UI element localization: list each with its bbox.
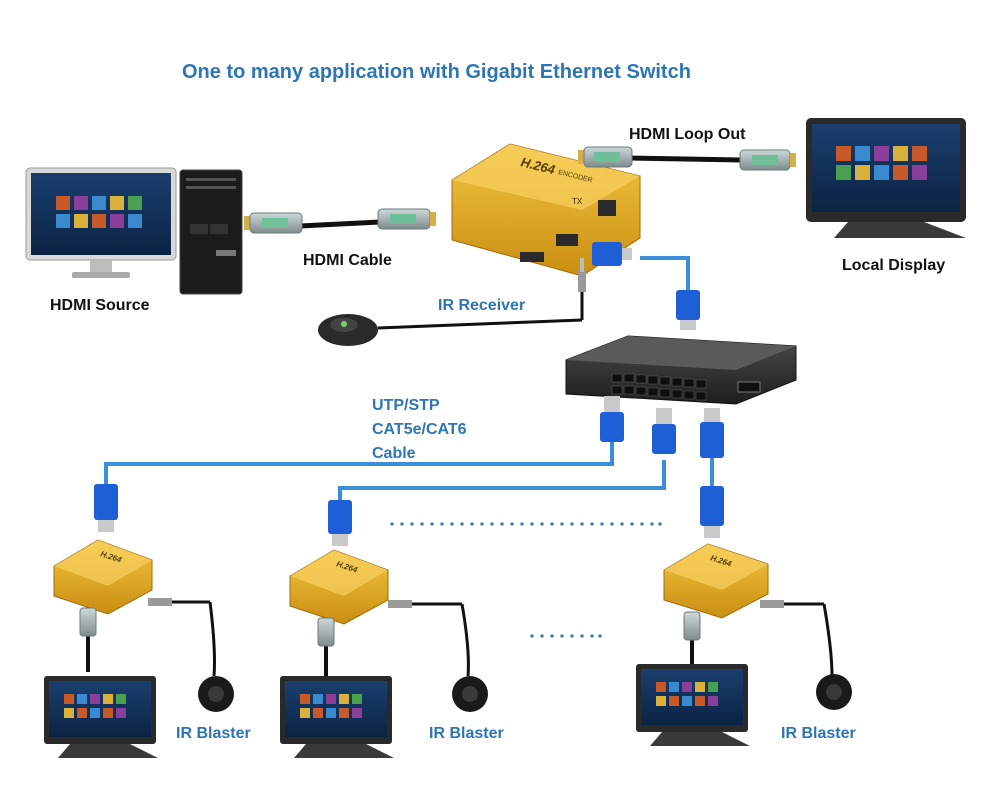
ir-blaster-label-3: IR Blaster	[781, 725, 856, 742]
receiver-set-1: H.264	[44, 539, 234, 758]
uplink-rj45-connectors	[592, 242, 700, 330]
cable-type-line-3: Cable	[372, 445, 416, 462]
hdmi-cable	[244, 208, 436, 234]
hdmi-source-monitor	[25, 167, 177, 278]
local-display-monitor	[806, 118, 966, 238]
transmitter-tx-label: TX	[572, 197, 583, 206]
cable-type-line-2: CAT5e/CAT6	[372, 421, 467, 438]
receiver-rj45-connectors	[94, 484, 724, 546]
receiver-set-3: H.264	[636, 543, 852, 746]
cable-to-receiver-1	[104, 440, 614, 486]
cable-to-receiver-2	[338, 460, 666, 502]
hdmi-source-label: HDMI Source	[50, 297, 150, 314]
hdmi-loop-out-label: HDMI Loop Out	[629, 126, 746, 143]
local-display-label: Local Display	[842, 257, 946, 274]
hdmi-loop-out-cable	[578, 146, 796, 171]
switch-rj45-connectors	[600, 396, 724, 458]
receiver-set-2: H.264	[280, 549, 488, 758]
ir-receiver-label: IR Receiver	[438, 297, 526, 314]
ir-receiver-device	[318, 258, 586, 346]
ir-blaster-label-1: IR Blaster	[176, 725, 251, 742]
hdmi-cable-label: HDMI Cable	[303, 252, 392, 269]
pc-tower	[179, 169, 243, 295]
ir-blaster-label-2: IR Blaster	[429, 725, 504, 742]
network-cables	[104, 256, 714, 502]
more-receivers-dots	[390, 522, 662, 638]
uplink-cable	[640, 256, 690, 292]
diagram-title: One to many application with Gigabit Eth…	[182, 61, 691, 83]
gigabit-switch	[565, 335, 797, 405]
cable-type-line-1: UTP/STP	[372, 397, 440, 414]
cable-type-label: UTP/STP CAT5e/CAT6 Cable	[372, 394, 467, 466]
